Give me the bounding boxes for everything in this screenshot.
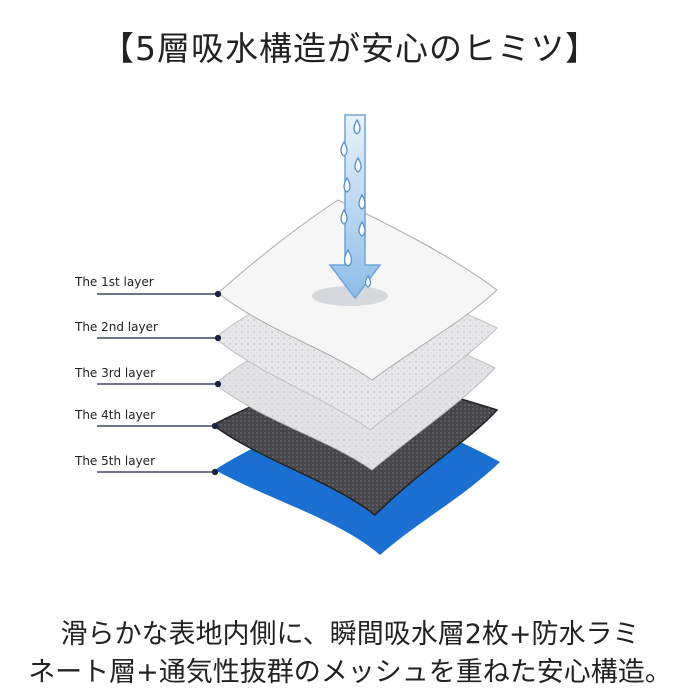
layer-3-label: The 3rd layer	[75, 366, 156, 380]
layer-2-label: The 2nd layer	[75, 320, 158, 334]
description-line-2: ネート層+通気性抜群のメッシュを重ねた安心構造。	[28, 657, 672, 688]
absorption-spot	[312, 286, 388, 306]
water-drop-icons	[340, 118, 372, 288]
layer-1-label: The 1st layer	[75, 275, 154, 289]
layer-4-label: The 4th layer	[75, 408, 155, 422]
page-title: 【5層吸水構造が安心のヒミツ】	[101, 29, 599, 68]
description-line-1: 滑らかな表地内側に、瞬間吸水層2枚+防水ラミ	[60, 619, 640, 650]
leader-lines	[97, 290, 222, 476]
layer-5-label: The 5th layer	[75, 454, 155, 468]
